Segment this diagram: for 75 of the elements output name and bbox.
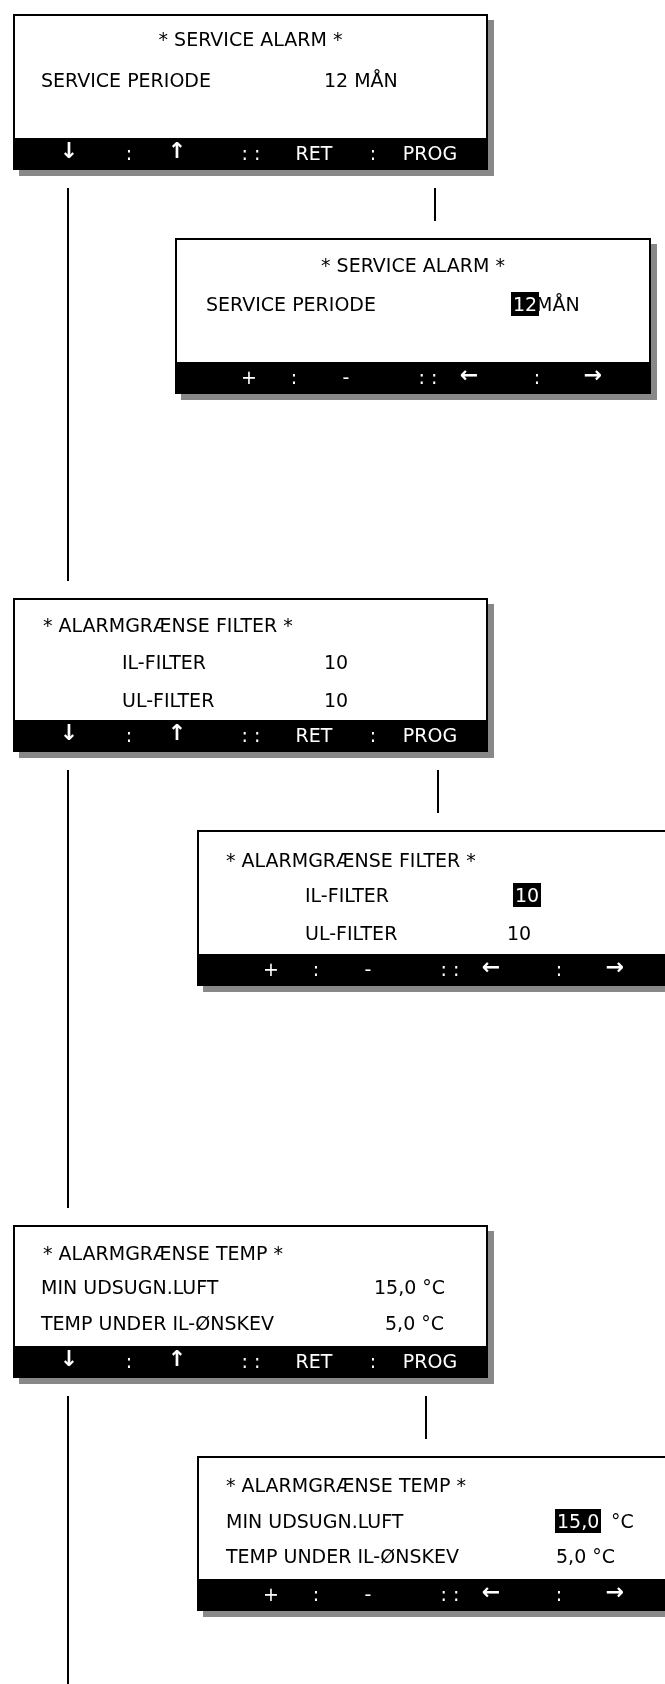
key-label: - [342, 365, 350, 389]
screen-text: °C [611, 1509, 634, 1533]
key-label: : : [241, 723, 261, 747]
arrow-key-label: ← [481, 1580, 501, 1604]
highlighted-value: 12 [511, 292, 540, 316]
arrow-key-label: ↑ [167, 721, 187, 745]
screen-text: MIN UDSUGN.LUFT [41, 1275, 219, 1299]
screen-text: 10 [324, 650, 349, 674]
connector-line [67, 187, 69, 582]
key-label: : : [241, 1349, 261, 1373]
arrow-key-label: ↑ [167, 139, 187, 163]
arrow-key-label: ↓ [59, 721, 79, 745]
screen-title: * SERVICE ALARM * [320, 253, 506, 277]
screen-title: * ALARMGRÆNSE TEMP * [43, 1241, 283, 1265]
key-label: : [555, 957, 563, 981]
screen-text: SERVICE PERIODE [41, 68, 211, 92]
key-label: : [312, 957, 320, 981]
connector-line [67, 769, 69, 1209]
key-label: : [125, 1349, 133, 1373]
key-label: : : [440, 1582, 460, 1606]
arrow-key-label: ↓ [59, 139, 79, 163]
key-label: RET [295, 723, 333, 747]
screen-text: 5,0 °C [556, 1544, 616, 1568]
screen-text: TEMP UNDER IL-ØNSKEV [41, 1311, 274, 1335]
screen-text: UL-FILTER [122, 688, 215, 712]
arrow-key-label: ↓ [59, 1347, 79, 1371]
screen-text: 10 [507, 921, 532, 945]
screen-text: IL-FILTER [305, 883, 390, 907]
key-label: : [125, 141, 133, 165]
key-label: PROG [402, 1349, 458, 1373]
highlighted-value: 15,0 [555, 1509, 602, 1533]
key-label: : : [418, 365, 438, 389]
arrow-key-label: ← [459, 363, 479, 387]
key-label: : [533, 365, 541, 389]
arrow-key-label: ← [481, 955, 501, 979]
key-label: : [555, 1582, 563, 1606]
screen-text: 10 [324, 688, 349, 712]
arrow-key-label: ↑ [167, 1347, 187, 1371]
screen-text: TEMP UNDER IL-ØNSKEV [226, 1544, 459, 1568]
key-label: : [369, 723, 377, 747]
connector-line [434, 187, 436, 222]
screen-text: 15,0 °C [374, 1275, 446, 1299]
key-label: PROG [402, 723, 458, 747]
key-label: : [369, 1349, 377, 1373]
connector-line [437, 769, 439, 814]
key-label: - [364, 1582, 372, 1606]
highlighted-value: 10 [513, 883, 542, 907]
connector-line [67, 1395, 69, 1684]
key-label: + [263, 1582, 279, 1606]
screen-title: * ALARMGRÆNSE FILTER * [226, 848, 476, 872]
screen-text: IL-FILTER [122, 650, 207, 674]
screen-title: * ALARMGRÆNSE TEMP * [226, 1473, 466, 1497]
key-label: : : [440, 957, 460, 981]
arrow-key-label: → [605, 955, 625, 979]
key-label: : [125, 723, 133, 747]
screen-text: UL-FILTER [305, 921, 398, 945]
key-label: : [290, 365, 298, 389]
screen-text: MIN UDSUGN.LUFT [226, 1509, 404, 1533]
arrow-key-label: → [583, 363, 603, 387]
key-label: : [312, 1582, 320, 1606]
screen-text: SERVICE PERIODE [206, 292, 376, 316]
key-label: PROG [402, 141, 458, 165]
key-label: + [263, 957, 279, 981]
key-label: : : [241, 141, 261, 165]
screen-text: 12 MÅN [324, 68, 398, 92]
key-label: : [369, 141, 377, 165]
screen-title: * ALARMGRÆNSE FILTER * [43, 613, 293, 637]
screen-text: 5,0 °C [385, 1311, 445, 1335]
arrow-key-label: → [605, 1580, 625, 1604]
key-label: + [241, 365, 257, 389]
key-label: RET [295, 1349, 333, 1373]
connector-line [425, 1395, 427, 1440]
key-label: - [364, 957, 372, 981]
screen-title: * SERVICE ALARM * [157, 27, 344, 51]
key-label: RET [295, 141, 333, 165]
